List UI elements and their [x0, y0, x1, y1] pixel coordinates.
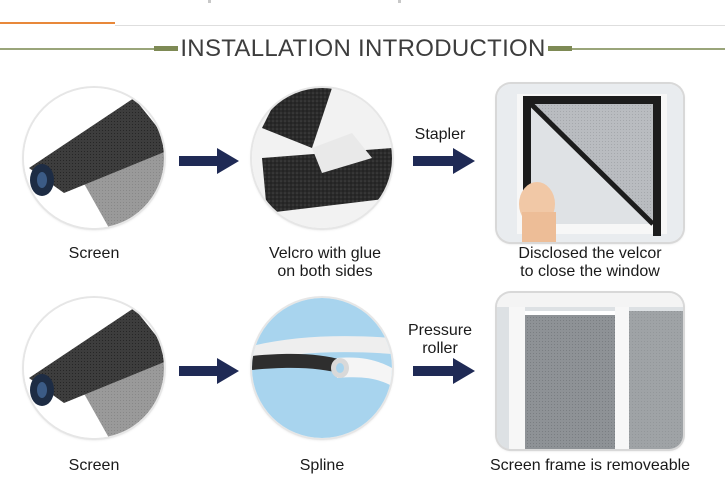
pressure-roller-label: Pressure roller	[392, 322, 488, 358]
pressure-roller-label-line2: roller	[422, 340, 458, 357]
pressure-roller-label-line1: Pressure	[407, 322, 473, 339]
screen-roll-image	[24, 88, 164, 228]
heading-line-right	[572, 48, 725, 50]
disclosed-caption-line1: Disclosed the velcor	[518, 245, 662, 262]
velcro-caption-line1: Velcro with glue	[268, 245, 382, 262]
screen-roll-image	[24, 298, 164, 438]
velcro-caption: Velcro with glue on both sides	[245, 245, 405, 281]
spline-image	[252, 298, 392, 438]
banner-fragment	[398, 0, 401, 3]
frame-removable-caption: Screen frame is removeable	[489, 457, 691, 474]
disclosed-caption: Disclosed the velcor to close the window	[497, 245, 683, 281]
accent-underline	[0, 22, 115, 24]
spline-caption: Spline	[299, 457, 345, 474]
section-heading: INSTALLATION INTRODUCTION	[0, 34, 725, 64]
top-divider	[115, 25, 725, 26]
top-banner	[0, 0, 725, 26]
removable-frame-photo	[497, 293, 683, 449]
screen-caption: Screen	[68, 457, 120, 474]
screen-caption: Screen	[68, 245, 120, 262]
page-title: INSTALLATION INTRODUCTION	[180, 35, 546, 62]
disclosed-caption-line2: to close the window	[520, 263, 660, 280]
banner-fragment	[208, 0, 211, 3]
arrow-right-icon	[413, 148, 475, 174]
heading-line-left	[0, 48, 178, 50]
arrow-right-icon	[179, 148, 239, 174]
stapler-label: Stapler	[414, 126, 466, 143]
heading-dash-left	[154, 46, 178, 51]
velcro-tape-image	[252, 88, 392, 228]
velcro-window-photo	[497, 84, 683, 242]
heading-dash-right	[548, 46, 572, 51]
velcro-caption-line2: on both sides	[277, 263, 373, 280]
arrow-right-icon	[413, 358, 475, 384]
arrow-right-icon	[179, 358, 239, 384]
